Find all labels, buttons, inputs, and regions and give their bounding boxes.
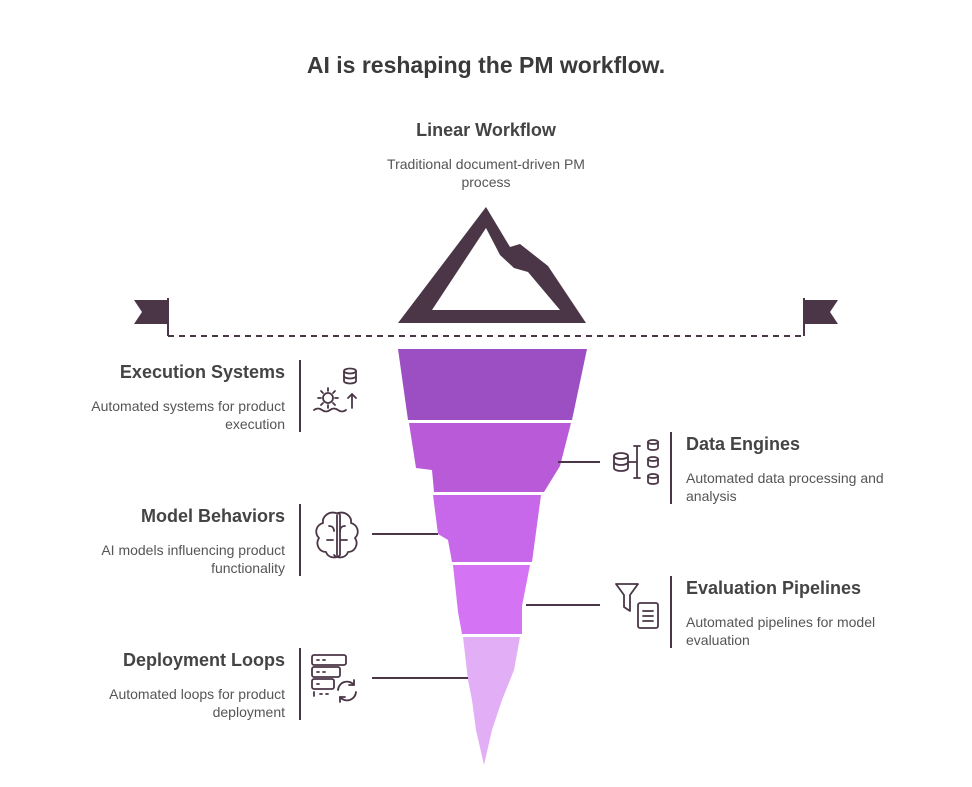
data-description: Automated data processing and analysis: [686, 470, 884, 504]
layer-label-data: Data Engines Automated data processing a…: [686, 434, 926, 505]
iceberg-layer-execution: [398, 349, 587, 420]
iceberg-layer-model: [433, 495, 541, 562]
database-network-icon: [613, 439, 659, 485]
data-heading: Data Engines: [686, 434, 801, 454]
evaluation-description: Automated pipelines for model evaluation: [686, 614, 876, 648]
server-refresh-icon: [311, 654, 357, 703]
automation-gear-database-icon: [313, 367, 357, 413]
right-flag-icon: [803, 298, 838, 336]
mountain-icon: [398, 207, 586, 323]
linear-workflow-label: Linear Workflow Traditional document-dri…: [336, 120, 636, 191]
layer-label-model: Model Behaviors AI models influencing pr…: [45, 506, 285, 577]
model-heading: Model Behaviors: [140, 506, 285, 526]
deployment-description: Automated loops for product deployment: [109, 686, 285, 720]
filter-document-icon: [615, 583, 659, 629]
execution-description: Automated systems for product execution: [91, 398, 285, 432]
linear-workflow-heading: Linear Workflow: [416, 120, 556, 140]
page-title: AI is reshaping the PM workflow.: [306, 52, 666, 78]
iceberg-layer-evaluation: [453, 565, 530, 634]
layer-label-execution: Execution Systems Automated systems for …: [45, 362, 285, 433]
linear-workflow-description: Traditional document-driven PM process: [387, 156, 585, 190]
iceberg-layer-deployment: [463, 637, 520, 765]
model-description: AI models influencing product functional…: [101, 542, 285, 576]
evaluation-heading: Evaluation Pipelines: [686, 578, 862, 598]
layer-label-evaluation: Evaluation Pipelines Automated pipelines…: [686, 578, 926, 649]
deployment-heading: Deployment Loops: [122, 650, 285, 670]
iceberg-layer-data: [409, 423, 571, 492]
left-flag-icon: [134, 298, 169, 336]
layer-label-deployment: Deployment Loops Automated loops for pro…: [45, 650, 285, 721]
execution-heading: Execution Systems: [119, 362, 285, 382]
brain-icon: [315, 511, 359, 559]
